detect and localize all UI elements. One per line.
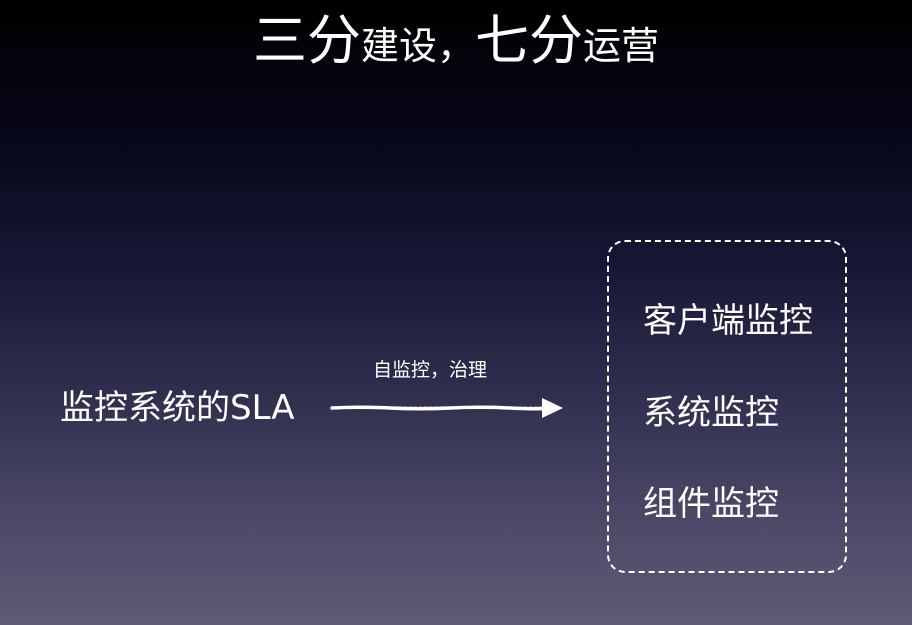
title-part-4: 运营 [583,24,660,68]
source-label: 监控系统的SLA [60,388,295,428]
target-item-component-monitoring: 组件监控 [643,484,779,524]
target-item-client-monitoring: 客户端监控 [643,301,813,341]
arrow-right-icon [330,398,563,418]
arrow-shaft [330,405,548,411]
target-group-box [607,240,847,573]
slide-title: 三分建设，七分运营 [0,14,912,68]
arrow-head [542,398,563,418]
arrow-label: 自监控，治理 [373,359,488,381]
title-part-2: 建设， [360,24,475,68]
title-part-3: 七分 [475,9,583,72]
target-item-system-monitoring: 系统监控 [643,393,779,433]
title-part-1: 三分 [252,9,361,72]
